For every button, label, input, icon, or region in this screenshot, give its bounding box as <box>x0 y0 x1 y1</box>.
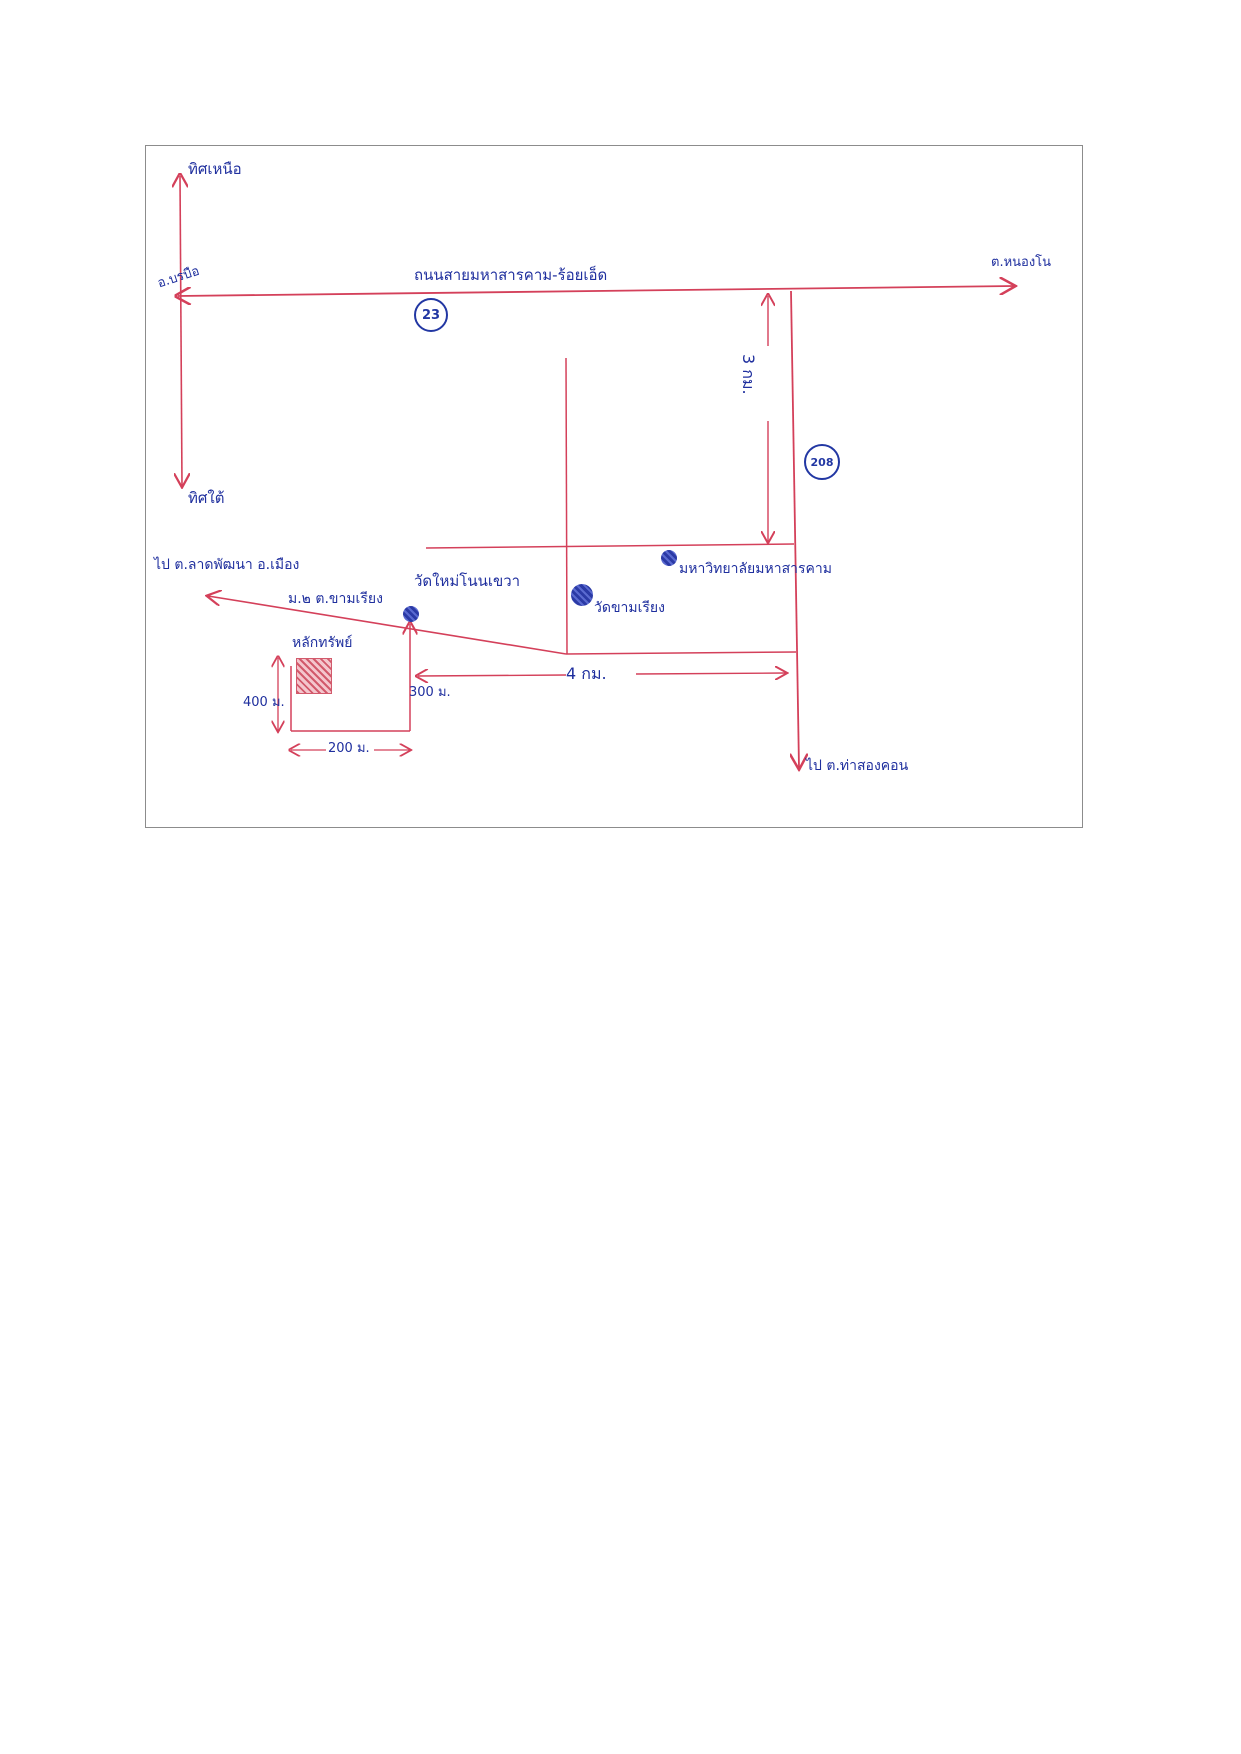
temple-2-marker <box>571 584 593 606</box>
diagonal-road <box>208 596 567 655</box>
site-label: หลักทรัพย์ <box>292 635 353 651</box>
dim-4km <box>418 675 567 676</box>
temple-2-label: วัดขามเรียง <box>594 600 665 616</box>
distance-3km-label: 3 กม. <box>739 354 758 395</box>
right-end-label: ต.หนองโน <box>991 255 1052 270</box>
main-road <box>178 286 1014 296</box>
temple-1-marker <box>403 606 419 622</box>
inner-vertical-road <box>565 357 568 655</box>
distance-4km-label: 4 กม. <box>566 664 607 683</box>
north-label: ทิศเหนือ <box>188 160 242 178</box>
left-diagonal-label: ไป ต.ลาดพัฒนา อ.เมือง <box>154 557 300 573</box>
main-road-label: ถนนสายมหาสารคาม-ร้อยเอ็ด <box>414 266 608 284</box>
distance-300m-label: 300 ม. <box>409 685 451 700</box>
route-23-badge: 23 <box>414 298 448 332</box>
site-hatched-marker <box>296 658 332 694</box>
university-marker <box>661 550 677 566</box>
inner-horizontal-road <box>425 543 795 549</box>
south-label: ทิศใต้ <box>188 489 225 507</box>
map-frame: ทิศเหนือ ทิศใต้ อ.บรบือ ถนนสายมหาสารคาม-… <box>145 145 1083 828</box>
compass-line <box>180 176 182 486</box>
distance-200m-label: 200 ม. <box>328 741 370 756</box>
university-label: มหาวิทยาลัยมหาสารคาม <box>679 561 832 577</box>
temple-1-label: วัดใหม่โนนเขวา <box>414 572 521 590</box>
map-lines <box>146 146 1084 829</box>
route-208-badge: 208 <box>804 444 840 480</box>
bottom-road-label: ไป ต.ท่าสองคอน <box>806 758 909 774</box>
distance-400m-label: 400 ม. <box>243 695 285 710</box>
village-label: ม.๒ ต.ขามเรียง <box>288 591 383 607</box>
road-208 <box>791 290 799 768</box>
lower-horizontal-road <box>565 651 797 655</box>
